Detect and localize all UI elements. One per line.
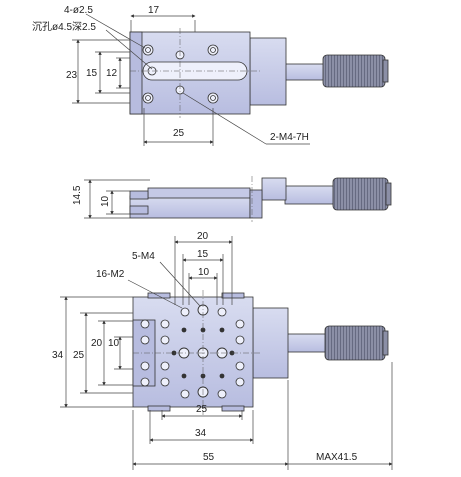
top-dim-23: 23 (66, 70, 78, 81)
bottom-dim-34-bottom: 34 (195, 428, 207, 439)
top-housing (249, 37, 287, 106)
bottom-dim-55: 55 (203, 452, 215, 463)
top-knob-cap (382, 59, 389, 83)
top-label-counterbore: 沉孔ø4.5深2.5 (32, 20, 96, 33)
side-dim-14-5: 14.5 (72, 185, 83, 205)
top-label-holes: 4-ø2.5 (64, 5, 93, 16)
top-label-tap: 2-M4-7H (270, 132, 309, 143)
bottom-grid-dots (171, 327, 235, 379)
side-knob (332, 177, 389, 211)
bottom-dim-25-left: 25 (73, 350, 85, 361)
side-collar (261, 177, 287, 201)
bottom-view: 20 15 10 5-M4 16-M2 34 25 20 10 (52, 231, 393, 470)
bottom-dim-10-top: 10 (198, 267, 210, 278)
top-dim-25: 25 (173, 128, 185, 139)
side-view: 14.5 10 (72, 176, 392, 222)
side-dim-10: 10 (100, 195, 111, 207)
side-shaft (284, 185, 336, 205)
side-knob-cap (385, 182, 392, 206)
side-end-block (249, 189, 263, 219)
bottom-dim-15-top: 15 (197, 249, 209, 260)
bottom-housing (252, 307, 289, 379)
bottom-dim-max: MAX41.5 (316, 452, 358, 463)
top-dim-17: 17 (148, 5, 160, 16)
top-holes (142, 44, 219, 104)
bottom-dim-34-left: 34 (52, 350, 64, 361)
top-shaft (284, 63, 326, 81)
bottom-label-m2: 16-M2 (96, 269, 125, 280)
top-view: 17 23 15 12 25 4-ø2.5 沉孔ø4.5深2.5 2-M4-7H (32, 5, 389, 146)
top-left-rail (129, 31, 143, 115)
bottom-knob (324, 325, 386, 361)
top-dim-12: 12 (106, 68, 118, 79)
bottom-dim-20-left: 20 (91, 338, 103, 349)
side-top (147, 187, 251, 199)
bottom-dim-20-top: 20 (197, 231, 209, 242)
bottom-label-m4: 5-M4 (132, 251, 155, 262)
bottom-m2-holes (140, 307, 245, 399)
top-knob (322, 54, 386, 88)
top-dim-15: 15 (86, 68, 98, 79)
bottom-knob-cap (382, 330, 389, 356)
bottom-dim-10-left: 10 (108, 338, 120, 349)
bottom-shaft (286, 333, 328, 353)
bottom-dim-25-bottom: 25 (196, 404, 208, 415)
